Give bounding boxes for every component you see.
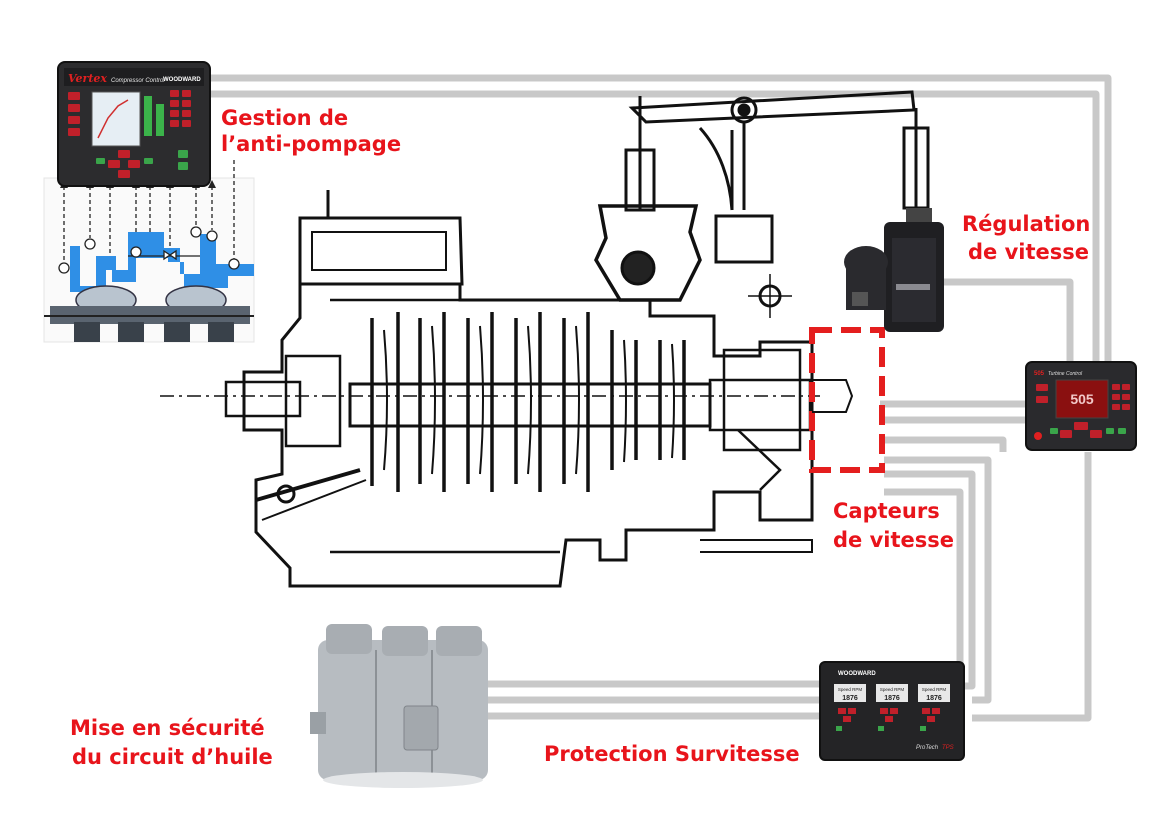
- protech-module-b-readout: 1876: [884, 695, 900, 702]
- protech-module-c-label: Speed RPM: [922, 687, 947, 692]
- steam-turbine-cross-section: [160, 90, 930, 588]
- protech-model: TPS: [942, 745, 954, 751]
- protech-module-c: Speed RPM 1876: [918, 684, 950, 731]
- signal-cables: [210, 74, 1112, 722]
- antisurge-process-sketch: [43, 160, 255, 343]
- speed-controller-display: 505: [1070, 391, 1094, 407]
- speed-controller-subtitle: Turbine Control: [1048, 371, 1083, 377]
- shaft-end: [812, 379, 854, 413]
- vertex-subtitle: Compressor Control: [111, 78, 165, 84]
- speed-actuator: [844, 208, 944, 332]
- oil-trip-label-line2: du circuit d’huile: [72, 745, 273, 769]
- protech-module-c-readout: 1876: [926, 695, 942, 702]
- speed-sensors-label-line1: Capteurs: [833, 499, 940, 523]
- speed-controller-505: 505 Turbine Control 505: [1025, 361, 1137, 451]
- vertex-maker: WOODWARD: [163, 77, 201, 83]
- antisurge-label-line2: l’anti-pompage: [221, 132, 402, 156]
- speed-regulation-label-line2: de vitesse: [968, 240, 1089, 264]
- speed-controller-screen: [1055, 379, 1109, 419]
- protech-module-b: Speed RPM 1876: [876, 684, 908, 731]
- protech-module-b-label: Speed RPM: [880, 687, 905, 692]
- speed-sensor-highlight: [809, 327, 885, 473]
- oil-trip-label-line1: Mise en sécurité: [70, 716, 265, 740]
- protech-module-a: Speed RPM 1876: [834, 684, 866, 731]
- protech-module-a-readout: 1876: [842, 695, 858, 702]
- speed-controller-brand: 505: [1034, 371, 1045, 377]
- antisurge-label-line1: Gestion de: [221, 106, 349, 130]
- compressor-casings: [44, 285, 254, 342]
- protech-module-a-label: Speed RPM: [838, 687, 863, 692]
- protech-brand: ProTech: [916, 745, 939, 751]
- speed-sensors-label-line2: de vitesse: [833, 528, 954, 552]
- vertex-compressor-controller: Vertex Compressor Control WOODWARD: [57, 61, 211, 187]
- vertex-screen: [91, 91, 141, 147]
- oil-trip-valve-block: [310, 624, 488, 788]
- protech-maker: WOODWARD: [838, 671, 876, 677]
- process-pipe: [70, 232, 254, 292]
- overspeed-protection-label: Protection Survitesse: [544, 742, 800, 766]
- vertex-brand: Vertex: [68, 72, 107, 85]
- overspeed-protection-unit: WOODWARD Speed RPM 1876 Speed RPM 1876 S…: [819, 661, 965, 761]
- speed-regulation-label-line1: Régulation: [962, 212, 1091, 236]
